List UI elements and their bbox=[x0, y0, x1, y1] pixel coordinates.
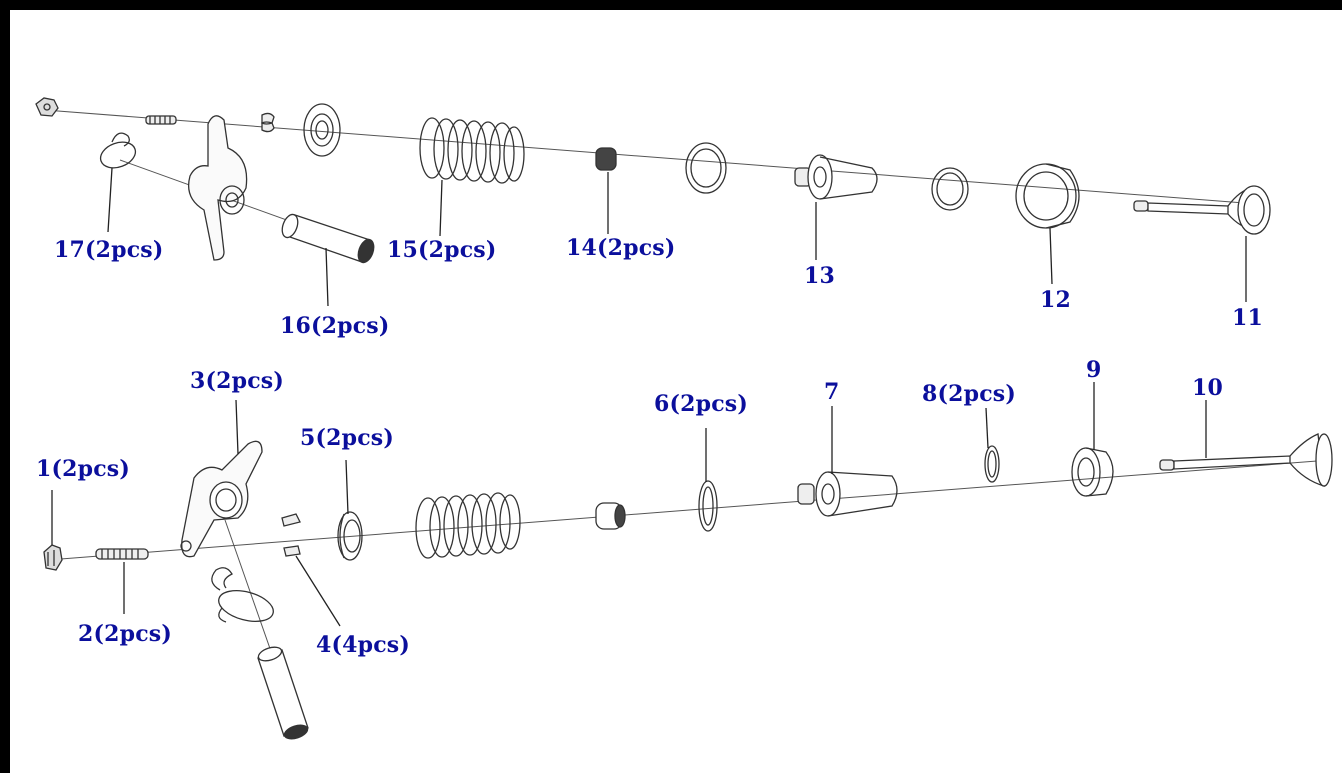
label-16: 16(2pcs) bbox=[280, 313, 390, 339]
bottom-small-ring-part bbox=[984, 445, 1000, 483]
bottom-keepers-part bbox=[281, 513, 301, 557]
label-9: 9 bbox=[1086, 357, 1102, 383]
bottom-adjust-screw-part bbox=[95, 548, 149, 560]
top-nut-part bbox=[35, 97, 59, 117]
leader-8 bbox=[985, 407, 989, 449]
bottom-rocker-shaft-part bbox=[257, 646, 309, 740]
leader-16 bbox=[325, 247, 329, 307]
label-8: 8(2pcs) bbox=[922, 381, 1016, 407]
label-17: 17(2pcs) bbox=[54, 237, 164, 263]
top-valve-guide-part bbox=[794, 154, 878, 200]
bottom-spring-clip-part bbox=[211, 567, 274, 623]
top-ring-part bbox=[685, 142, 727, 194]
top-rocker-shaft-part bbox=[281, 213, 375, 264]
top-adjust-screw-part bbox=[145, 115, 177, 125]
leader-4 bbox=[295, 555, 341, 627]
leader-3 bbox=[235, 399, 239, 455]
label-1: 1(2pcs) bbox=[36, 456, 130, 482]
label-14: 14(2pcs) bbox=[566, 235, 676, 261]
label-12: 12 bbox=[1040, 287, 1072, 313]
bottom-rocker-arm-part bbox=[180, 440, 263, 558]
leader-5 bbox=[345, 459, 349, 515]
top-axis-line bbox=[44, 109, 1271, 206]
top-valve-part bbox=[1133, 185, 1271, 235]
label-6: 6(2pcs) bbox=[654, 391, 748, 417]
top-valve-spring-part bbox=[419, 117, 525, 184]
top-rocker-arm-part bbox=[187, 115, 248, 261]
label-11: 11 bbox=[1232, 305, 1264, 331]
top-retainer-part bbox=[303, 103, 341, 157]
bottom-ring-part bbox=[698, 480, 718, 532]
bottom-valve-part bbox=[1159, 433, 1333, 487]
label-7: 7 bbox=[824, 379, 840, 405]
top-valve-seat-part bbox=[1015, 163, 1080, 229]
label-4: 4(4pcs) bbox=[316, 632, 410, 658]
bottom-seal-part bbox=[595, 502, 626, 530]
bottom-axis-line bbox=[47, 459, 1331, 561]
label-3: 3(2pcs) bbox=[190, 368, 284, 394]
leader-17 bbox=[107, 167, 113, 233]
bottom-retainer-part bbox=[337, 511, 363, 561]
bottom-valve-spring-part bbox=[415, 492, 521, 559]
top-keepers-part bbox=[261, 112, 275, 133]
bottom-nut-part bbox=[43, 544, 63, 571]
label-10: 10 bbox=[1192, 375, 1224, 401]
bottom-valve-seat-part bbox=[1071, 447, 1114, 497]
leader-12 bbox=[1049, 227, 1053, 285]
label-5: 5(2pcs) bbox=[300, 425, 394, 451]
bottom-valve-guide-part bbox=[797, 471, 898, 517]
label-15: 15(2pcs) bbox=[387, 237, 497, 263]
top-seal-part bbox=[595, 147, 617, 171]
label-2: 2(2pcs) bbox=[78, 621, 172, 647]
leader-15 bbox=[439, 179, 443, 237]
top-small-ring-part bbox=[931, 167, 969, 211]
label-13: 13 bbox=[804, 263, 836, 289]
top-spring-clip-part bbox=[99, 132, 137, 169]
